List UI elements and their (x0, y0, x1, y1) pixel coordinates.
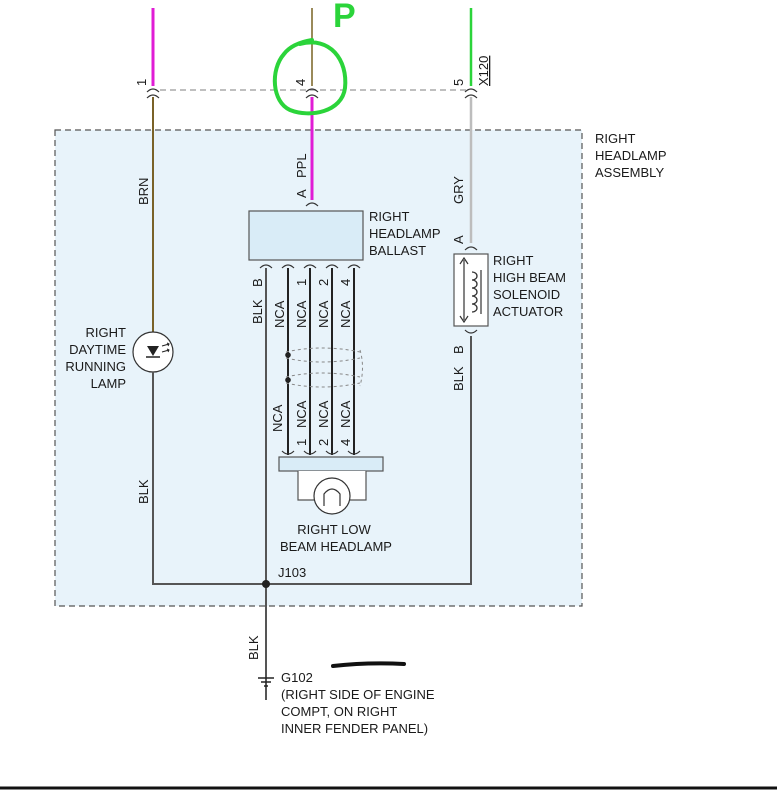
lower-pin-1: 1 (294, 439, 309, 446)
upper-pin-1: 1 (294, 279, 309, 286)
wire-label-gry: GRY (451, 176, 466, 204)
ground-name: G102 (281, 670, 313, 685)
lower-nca-left: NCA (270, 404, 285, 432)
wire-label-blk-solenoid: BLK (451, 366, 466, 391)
lowbeam-connector (278, 456, 384, 472)
splice-j103 (262, 580, 270, 588)
led-diode-icon (147, 346, 159, 356)
upper-nca-4: NCA (338, 300, 353, 328)
terminal-solenoid-a (464, 246, 478, 251)
ballast-line2: HEADLAMP (369, 226, 441, 241)
ballast-line3: BALLAST (369, 243, 426, 258)
pin1-label: 1 (134, 79, 149, 86)
lower-pin-4: 4 (338, 439, 353, 446)
assembly-line3: ASSEMBLY (595, 165, 664, 180)
ground-line1: (RIGHT SIDE OF ENGINE (281, 687, 435, 702)
solenoid-box (453, 253, 489, 327)
wire-label-blk-ballast: BLK (250, 299, 265, 324)
terminal-solenoid-b (464, 329, 478, 334)
upper-pin-4: 4 (338, 279, 353, 286)
solenoid-pin-b: B (451, 345, 466, 354)
splice-dot-lower (285, 377, 291, 383)
ground-line2: COMPT, ON RIGHT (281, 704, 397, 719)
ballast-terminals (259, 264, 361, 269)
handwritten-circle (272, 38, 348, 116)
lowbeam-line2: BEAM HEADLAMP (280, 539, 392, 554)
pin5-label: 5 (451, 79, 466, 86)
wire-label-ppl: PPL (294, 153, 309, 178)
terminal-ballast-a (305, 202, 319, 207)
drl-line4: LAMP (91, 376, 126, 391)
lower-pin-2: 2 (316, 439, 331, 446)
drl-line2: DAYTIME (69, 342, 126, 357)
wire-label-blk-ground: BLK (246, 635, 261, 660)
terminal-pin4 (305, 88, 319, 99)
solenoid-line2: HIGH BEAM (493, 270, 566, 285)
bulb-filament (323, 488, 341, 506)
upper-nca-a: NCA (272, 300, 287, 328)
upper-pin-2: 2 (316, 279, 331, 286)
solenoid-line4: ACTUATOR (493, 304, 563, 319)
handwritten-mark: P (333, 0, 356, 35)
ballast-box (248, 210, 364, 261)
upper-nca-2: NCA (316, 300, 331, 328)
lowbeam-line1: RIGHT LOW (297, 522, 371, 537)
wire-label-blk-left: BLK (136, 479, 151, 504)
pin4-label: 4 (293, 79, 308, 86)
drl-line1: RIGHT (86, 325, 127, 340)
drl-line3: RUNNING (65, 359, 126, 374)
shield-end (359, 349, 363, 387)
assembly-line2: HEADLAMP (595, 148, 667, 163)
lowbeam-bulb-icon (313, 477, 351, 515)
solenoid-line1: RIGHT (493, 253, 534, 268)
ballast-pin-b: B (250, 278, 265, 287)
upper-nca-1: NCA (294, 300, 309, 328)
assembly-line1: RIGHT (595, 131, 636, 146)
solenoid-pin-a: A (451, 235, 466, 244)
lower-nca-4: NCA (338, 400, 353, 428)
connector-name: X120 (476, 56, 491, 86)
ballast-line1: RIGHT (369, 209, 410, 224)
solenoid-coil-icon (471, 271, 478, 313)
solenoid-line3: SOLENOID (493, 287, 560, 302)
ballast-pin-a: A (294, 189, 309, 198)
splice-label: J103 (278, 565, 306, 580)
splice-dot-upper (285, 352, 291, 358)
lower-nca-2: NCA (316, 400, 331, 428)
wire-label-brn: BRN (136, 178, 151, 205)
lowbeam-terminals (281, 450, 361, 455)
led-arrows-icon (161, 342, 170, 353)
shield-twist (285, 347, 361, 388)
terminal-pin1 (146, 88, 160, 99)
terminal-pin5 (464, 88, 478, 99)
lower-nca-1: NCA (294, 400, 309, 428)
ground-line3: INNER FENDER PANEL) (281, 721, 428, 736)
handwritten-underline (331, 661, 406, 668)
solenoid-arrows-icon (459, 256, 469, 324)
